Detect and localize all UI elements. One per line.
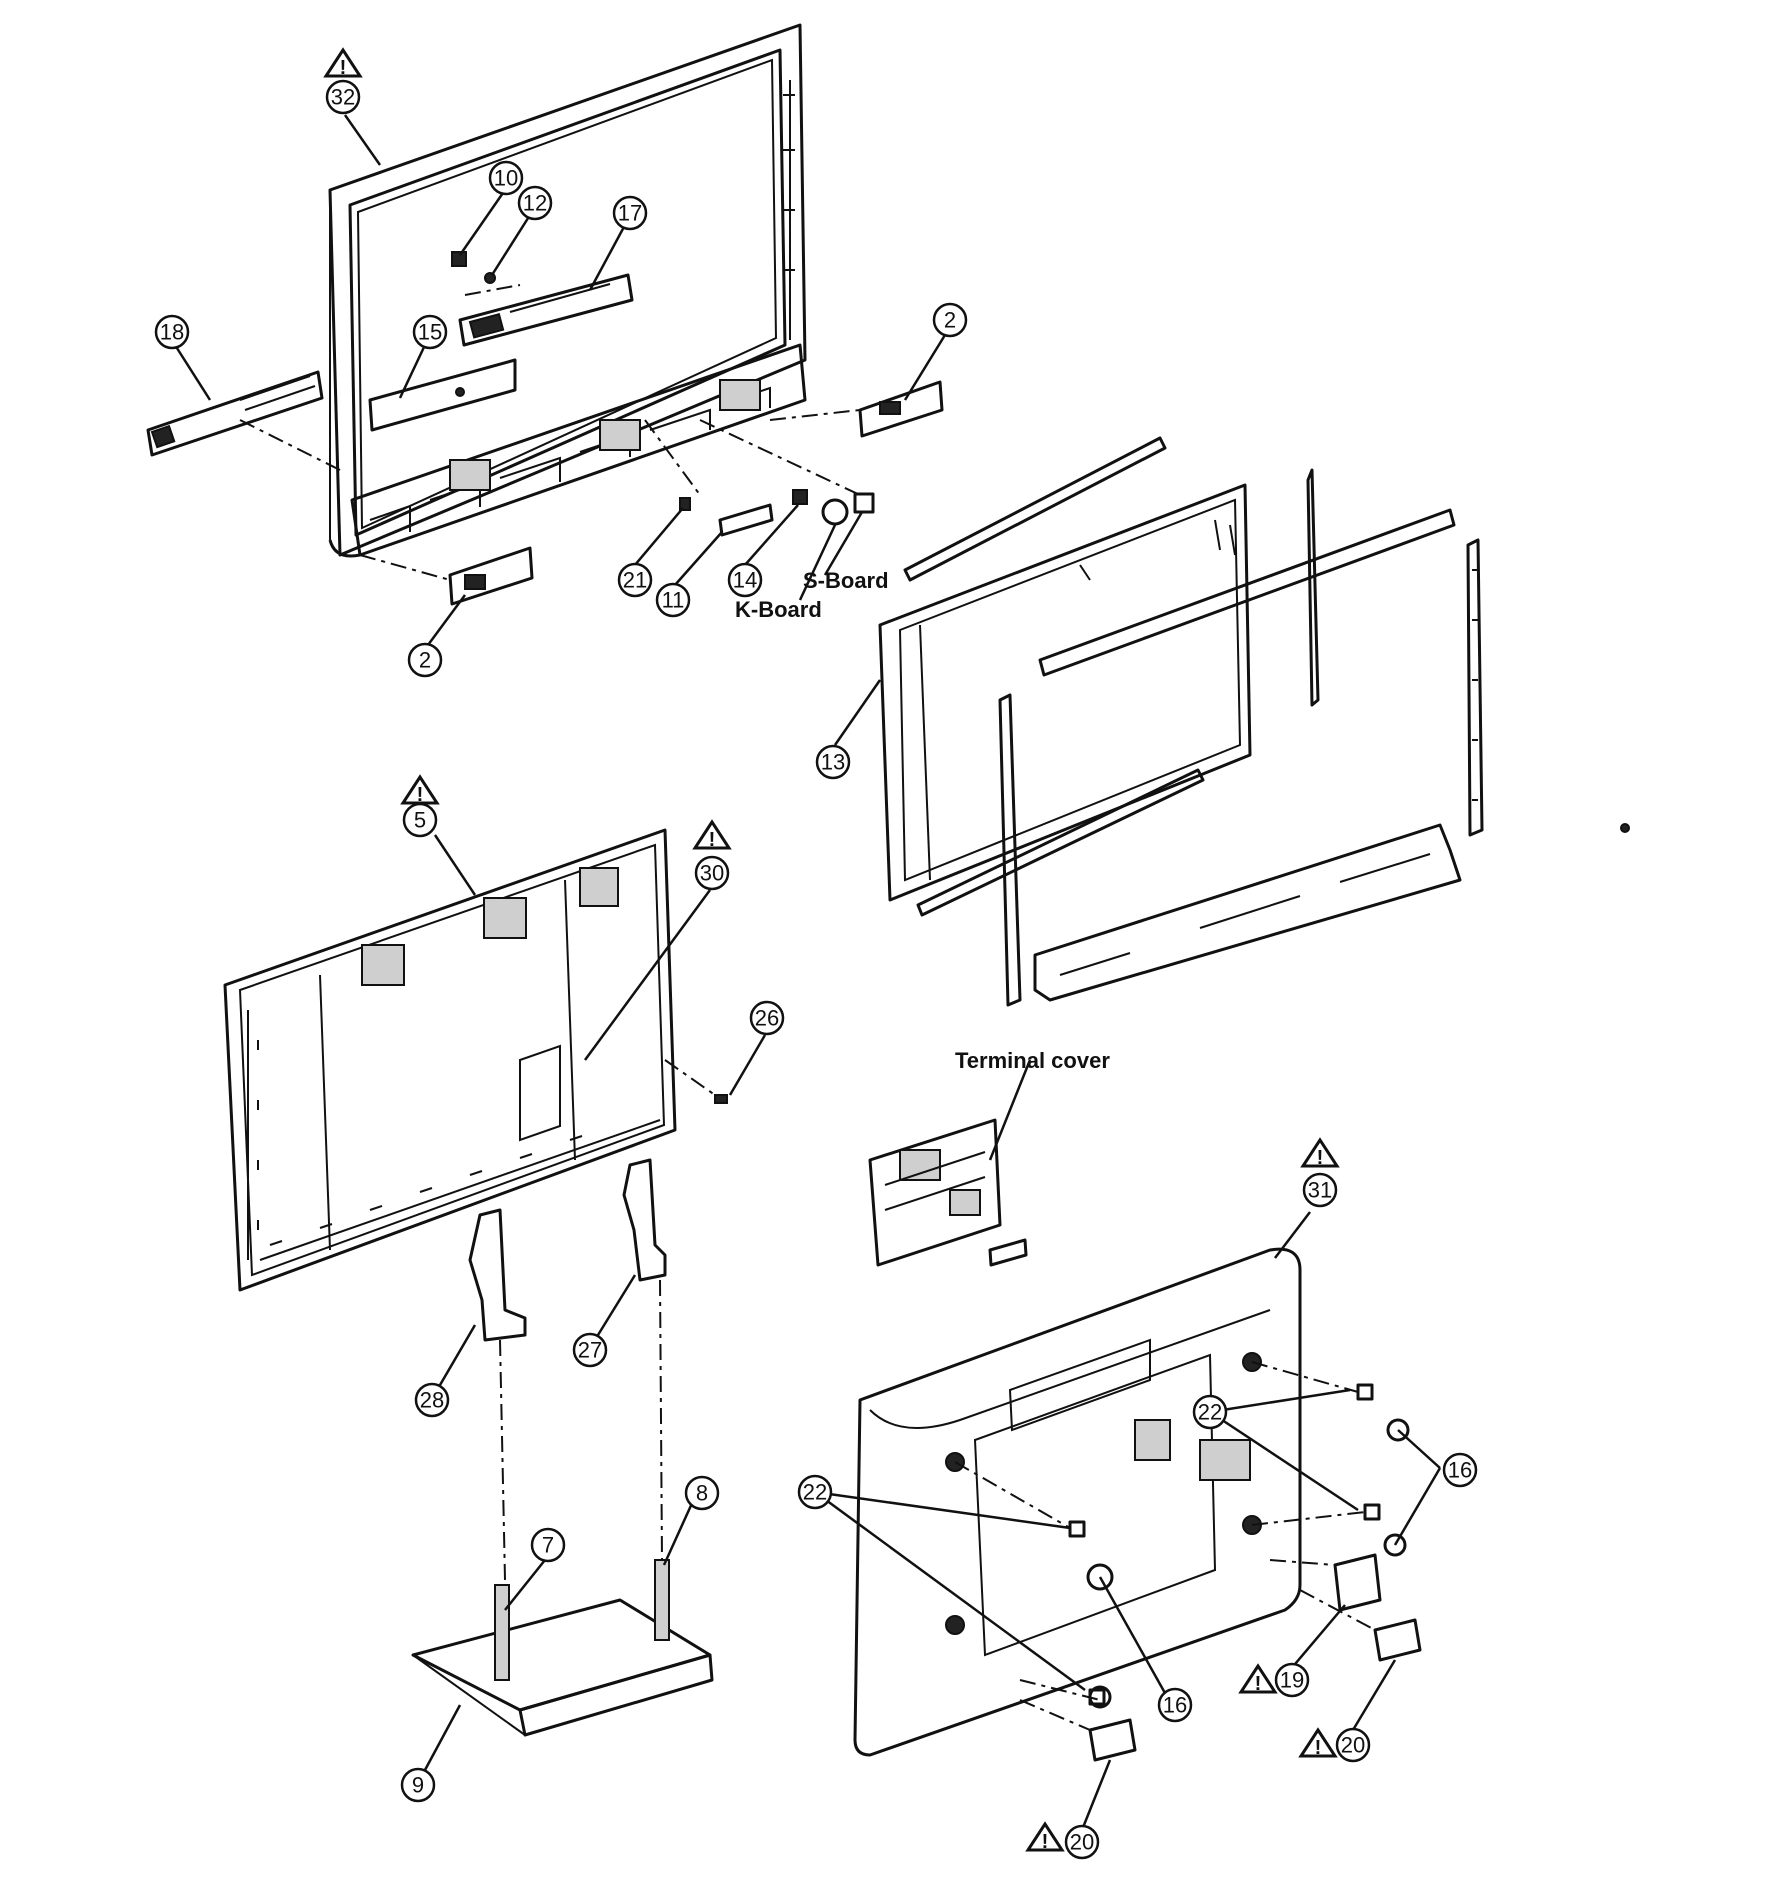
part-2-bracket-upper — [769, 380, 944, 438]
panel-brackets — [998, 508, 1484, 1007]
svg-text:2: 2 — [944, 308, 956, 333]
svg-text:!: ! — [1042, 1831, 1049, 1853]
svg-text:12: 12 — [523, 191, 547, 216]
callout-8: 8 — [684, 1475, 720, 1511]
svg-text:18: 18 — [160, 320, 184, 345]
svg-text:30: 30 — [700, 861, 724, 886]
board-small-parts — [644, 419, 875, 537]
svg-text:20: 20 — [1070, 1830, 1094, 1855]
svg-text:!: ! — [340, 57, 347, 79]
callout-15: 15 — [412, 314, 448, 350]
svg-text:5: 5 — [414, 808, 426, 833]
part-18-speaker-left — [146, 370, 341, 471]
svg-text:20: 20 — [1341, 1733, 1365, 1758]
callout-30: 30 — [694, 855, 730, 891]
part-17-bracket — [458, 273, 634, 347]
svg-text:13: 13 — [821, 750, 845, 775]
callout-19: 19 — [1274, 1662, 1310, 1698]
svg-text:2: 2 — [419, 648, 431, 673]
svg-text:28: 28 — [420, 1388, 444, 1413]
s-board-label: S-Board — [803, 568, 889, 593]
terminal-cover-label: Terminal cover — [955, 1048, 1110, 1073]
svg-text:14: 14 — [733, 568, 757, 593]
svg-text:22: 22 — [1198, 1400, 1222, 1425]
svg-text:!: ! — [417, 784, 424, 806]
plasma-panel-part — [878, 436, 1320, 917]
callout-18: 18 — [154, 314, 190, 350]
svg-text:26: 26 — [755, 1006, 779, 1031]
warning-icon: ! — [323, 47, 363, 79]
callout-27: 27 — [572, 1332, 608, 1368]
callout-17: 17 — [612, 195, 648, 231]
callout-2: 2 — [932, 302, 968, 338]
svg-text:10: 10 — [494, 166, 518, 191]
svg-text:19: 19 — [1280, 1668, 1304, 1693]
svg-text:7: 7 — [542, 1533, 554, 1558]
svg-text:!: ! — [709, 829, 716, 851]
callout-2: 2 — [407, 642, 443, 678]
svg-text:!: ! — [1315, 1737, 1322, 1759]
svg-text:21: 21 — [623, 568, 647, 593]
warning-icon: ! — [1238, 1663, 1278, 1695]
stray-dot — [1620, 823, 1630, 833]
callout-9: 9 — [400, 1767, 436, 1803]
svg-text:22: 22 — [803, 1480, 827, 1505]
k-board-label: K-Board — [735, 597, 822, 622]
svg-text:!: ! — [1317, 1147, 1324, 1169]
callout-13: 13 — [815, 744, 851, 780]
callout-16: 16 — [1157, 1687, 1193, 1723]
svg-text:11: 11 — [662, 588, 685, 613]
svg-text:8: 8 — [696, 1481, 708, 1506]
foot-covers — [1019, 1553, 1422, 1762]
callout-28: 28 — [414, 1382, 450, 1418]
leader-lines — [173, 114, 1442, 1831]
front-cabinet-part — [328, 23, 807, 558]
warning-icon: ! — [400, 774, 440, 806]
warning-icon: ! — [1025, 1821, 1065, 1853]
callout-11: 11 — [655, 582, 691, 618]
svg-text:32: 32 — [331, 85, 355, 110]
warning-icon: ! — [692, 819, 732, 851]
rear-cover-part — [853, 1247, 1410, 1757]
warning-icon: ! — [1298, 1727, 1338, 1759]
warning-icon: ! — [1300, 1137, 1340, 1169]
stand-columns — [468, 1158, 667, 1581]
part-10-12-small-parts — [451, 251, 521, 296]
svg-text:15: 15 — [418, 320, 442, 345]
callout-20: 20 — [1335, 1727, 1371, 1763]
terminal-cover-part — [868, 1118, 1028, 1267]
svg-text:17: 17 — [618, 201, 642, 226]
callout-10: 10 — [488, 160, 524, 196]
svg-text:16: 16 — [1163, 1693, 1187, 1718]
callout-20: 20 — [1064, 1824, 1100, 1860]
svg-text:!: ! — [1255, 1673, 1262, 1695]
svg-text:31: 31 — [1308, 1178, 1332, 1203]
svg-text:27: 27 — [578, 1338, 602, 1363]
callout-26: 26 — [749, 1000, 785, 1036]
callout-32: 32 — [325, 79, 361, 115]
callout-22: 22 — [797, 1474, 833, 1510]
svg-text:16: 16 — [1448, 1458, 1472, 1483]
part-15-shield-plate — [368, 358, 517, 432]
callout-12: 12 — [517, 185, 553, 221]
part-2-bracket-lower — [359, 546, 534, 606]
callout-5: 5 — [402, 802, 438, 838]
chassis-frame-part — [223, 828, 728, 1292]
callout-22: 22 — [1192, 1394, 1228, 1430]
callout-14: 14 — [727, 562, 763, 598]
callout-7: 7 — [530, 1527, 566, 1563]
callout-21: 21 — [617, 562, 653, 598]
callout-31: 31 — [1302, 1172, 1338, 1208]
svg-text:9: 9 — [412, 1773, 424, 1798]
callout-16: 16 — [1442, 1452, 1478, 1488]
